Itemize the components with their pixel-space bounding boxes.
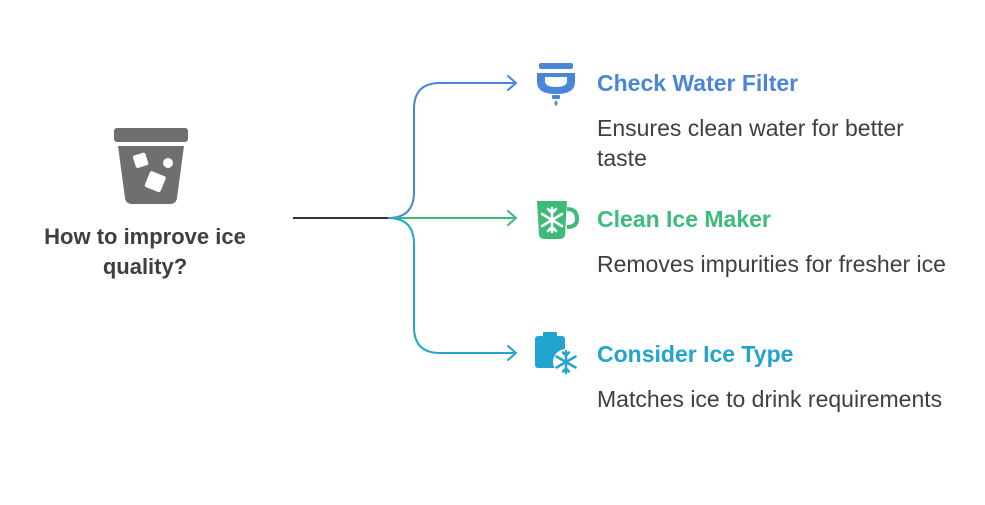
branch-description-consider-ice-type: Matches ice to drink requirements — [597, 386, 943, 412]
branch-title-clean-ice-maker: Clean Ice Maker — [597, 206, 771, 232]
connector-consider-ice-type — [387, 217, 514, 354]
branch-title-consider-ice-type: Consider Ice Type — [597, 341, 794, 367]
branch-description-clean-ice-maker: Removes impurities for fresher ice — [597, 251, 946, 277]
arrowhead-check-water-filter — [507, 75, 517, 91]
branch-description-check-water-filter: Ensures clean water for better taste — [597, 115, 904, 171]
root-question-label: How to improve ice quality? — [44, 224, 246, 279]
connector-check-water-filter — [387, 82, 514, 219]
ice-glass-icon — [114, 128, 188, 204]
ice-maker-icon — [537, 201, 579, 239]
water-filter-icon — [537, 63, 575, 106]
branch-title-check-water-filter: Check Water Filter — [597, 70, 799, 96]
arrowhead-consider-ice-type — [507, 345, 517, 361]
arrowhead-clean-ice-maker — [507, 210, 517, 226]
ice-type-icon — [535, 332, 579, 375]
